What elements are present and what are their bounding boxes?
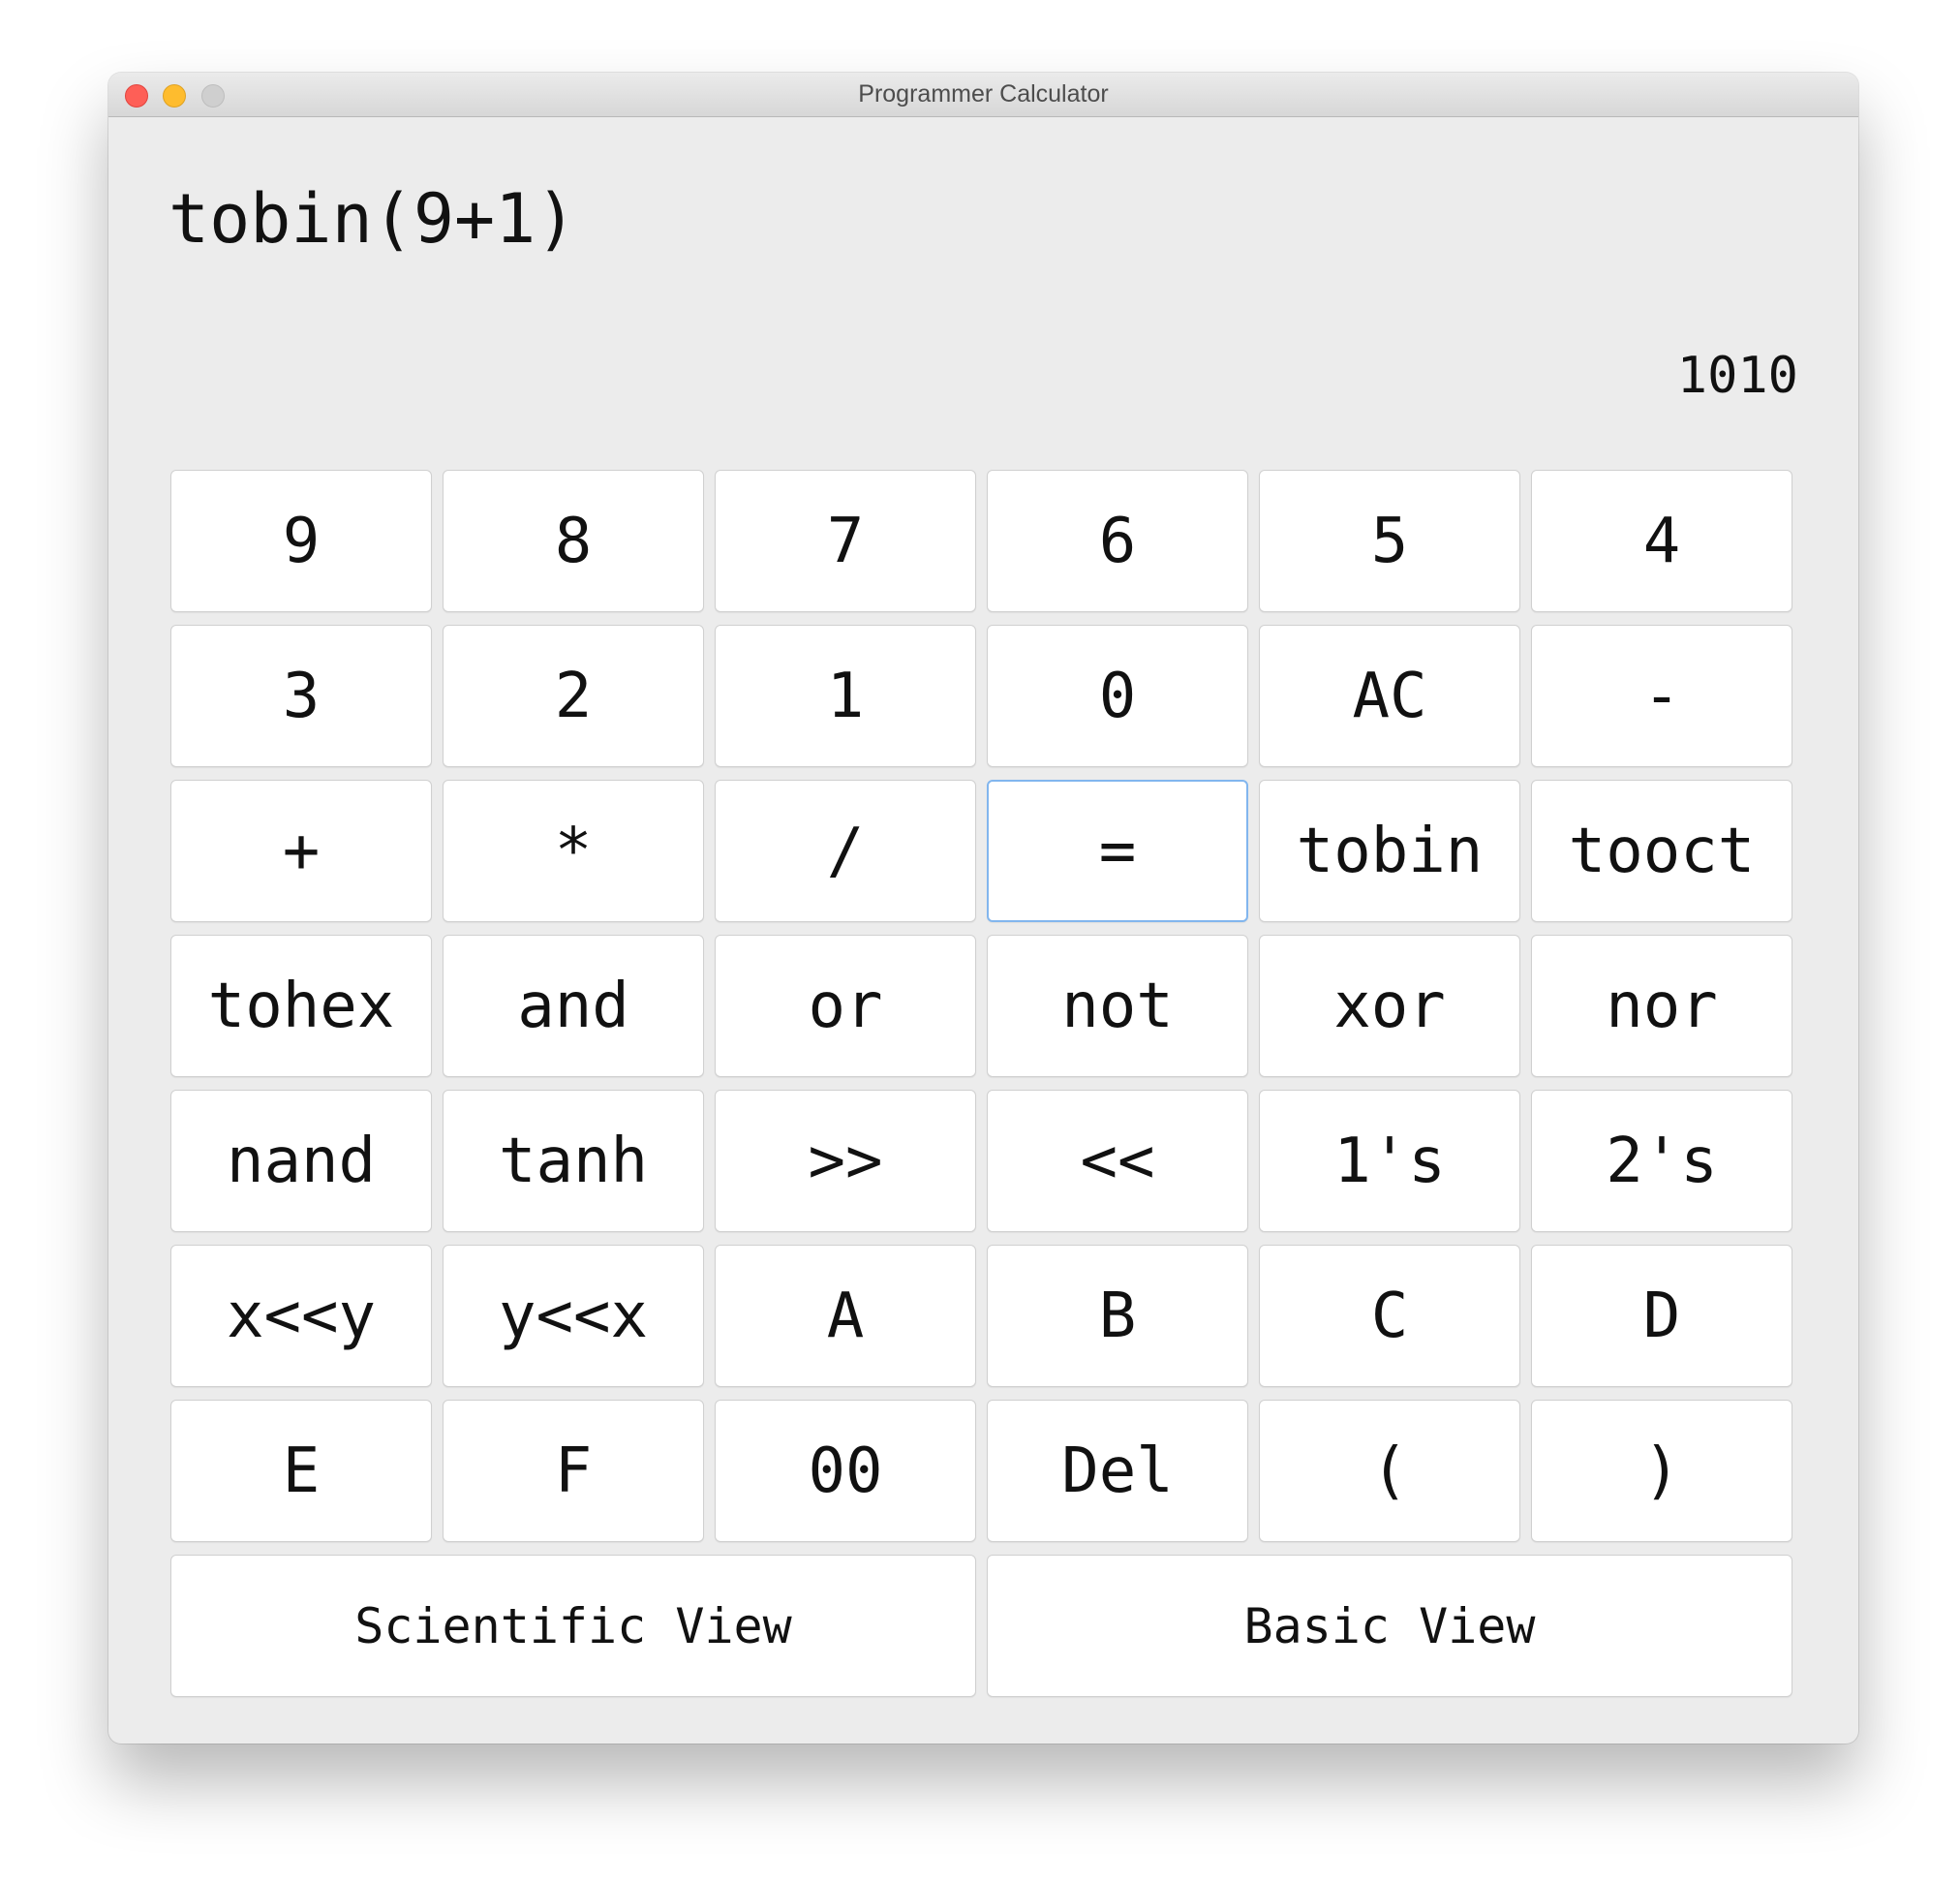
to-octal-button[interactable]: tooct xyxy=(1531,780,1792,922)
calculator-window: Programmer Calculator tobin(9+1) 1010 9 … xyxy=(108,73,1858,1744)
x-shift-y-button[interactable]: x<<y xyxy=(170,1245,432,1387)
xor-button[interactable]: xor xyxy=(1259,935,1520,1077)
key-hex-b[interactable]: B xyxy=(987,1245,1248,1387)
zoom-window-button[interactable] xyxy=(201,84,225,108)
key-1[interactable]: 1 xyxy=(715,625,976,767)
nand-button[interactable]: nand xyxy=(170,1090,432,1232)
key-0[interactable]: 0 xyxy=(987,625,1248,767)
key-2[interactable]: 2 xyxy=(443,625,704,767)
plus-button[interactable]: + xyxy=(170,780,432,922)
or-button[interactable]: or xyxy=(715,935,976,1077)
key-hex-e[interactable]: E xyxy=(170,1400,432,1542)
expression-display: tobin(9+1) xyxy=(168,179,577,259)
to-binary-button[interactable]: tobin xyxy=(1259,780,1520,922)
delete-button[interactable]: Del xyxy=(987,1400,1248,1542)
minimize-window-button[interactable] xyxy=(163,84,186,108)
basic-view-button[interactable]: Basic View xyxy=(987,1555,1792,1697)
key-hex-a[interactable]: A xyxy=(715,1245,976,1387)
y-shift-x-button[interactable]: y<<x xyxy=(443,1245,704,1387)
divide-button[interactable]: / xyxy=(715,780,976,922)
key-5[interactable]: 5 xyxy=(1259,470,1520,612)
tanh-button[interactable]: tanh xyxy=(443,1090,704,1232)
key-hex-f[interactable]: F xyxy=(443,1400,704,1542)
key-9[interactable]: 9 xyxy=(170,470,432,612)
all-clear-button[interactable]: AC xyxy=(1259,625,1520,767)
open-paren-button[interactable]: ( xyxy=(1259,1400,1520,1542)
right-shift-button[interactable]: >> xyxy=(715,1090,976,1232)
close-window-button[interactable] xyxy=(125,84,148,108)
equals-button[interactable]: = xyxy=(987,780,1248,922)
key-7[interactable]: 7 xyxy=(715,470,976,612)
close-paren-button[interactable]: ) xyxy=(1531,1400,1792,1542)
nor-button[interactable]: nor xyxy=(1531,935,1792,1077)
key-3[interactable]: 3 xyxy=(170,625,432,767)
ones-complement-button[interactable]: 1's xyxy=(1259,1090,1520,1232)
result-display: 1010 xyxy=(1676,347,1798,405)
to-hex-button[interactable]: tohex xyxy=(170,935,432,1077)
title-bar[interactable]: Programmer Calculator xyxy=(108,73,1858,117)
window-title: Programmer Calculator xyxy=(858,80,1109,108)
key-4[interactable]: 4 xyxy=(1531,470,1792,612)
scientific-view-button[interactable]: Scientific View xyxy=(170,1555,976,1697)
key-6[interactable]: 6 xyxy=(987,470,1248,612)
twos-complement-button[interactable]: 2's xyxy=(1531,1090,1792,1232)
not-button[interactable]: not xyxy=(987,935,1248,1077)
key-hex-c[interactable]: C xyxy=(1259,1245,1520,1387)
multiply-button[interactable]: * xyxy=(443,780,704,922)
minus-button[interactable]: - xyxy=(1531,625,1792,767)
key-double-zero[interactable]: 00 xyxy=(715,1400,976,1542)
key-8[interactable]: 8 xyxy=(443,470,704,612)
key-hex-d[interactable]: D xyxy=(1531,1245,1792,1387)
left-shift-button[interactable]: << xyxy=(987,1090,1248,1232)
and-button[interactable]: and xyxy=(443,935,704,1077)
keypad: 9 8 7 6 5 4 3 2 1 0 AC - + * / = tobin t… xyxy=(170,470,1792,1697)
